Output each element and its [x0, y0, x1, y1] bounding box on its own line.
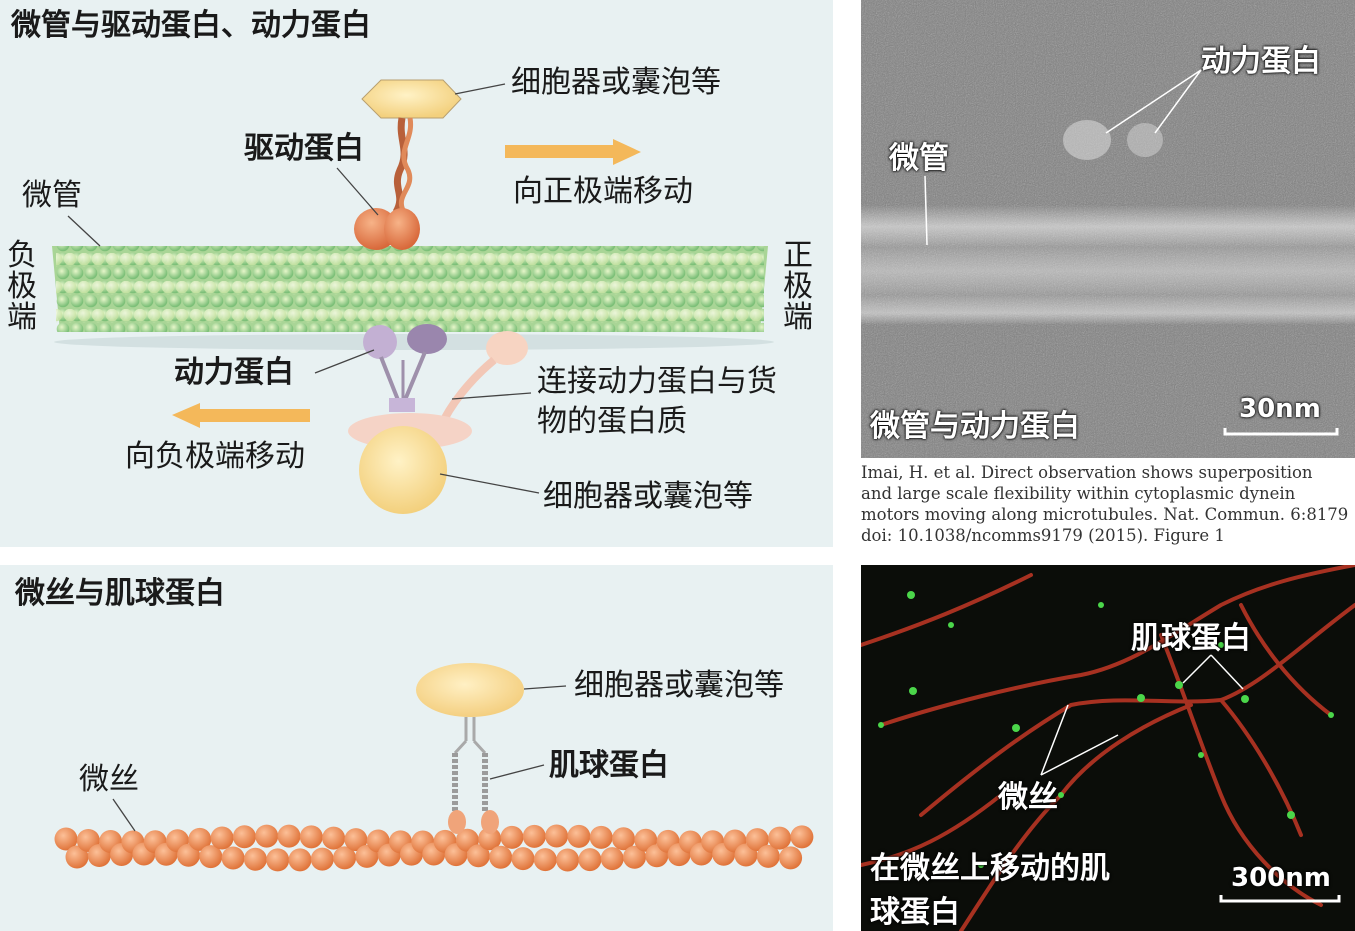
actin-bead	[199, 845, 223, 869]
citation-line-1: Imai, H. et al. Direct observation shows…	[861, 463, 1313, 482]
minus-end-label: 负极端	[7, 238, 37, 335]
fluor-myosin-label: 肌球蛋白	[1131, 621, 1251, 656]
em-caption: 微管与动力蛋白	[870, 409, 1080, 444]
minus-move-label: 向负极端移动	[125, 439, 305, 474]
dynein-shape	[348, 324, 528, 514]
actin-bead	[779, 846, 803, 870]
actin-bead	[322, 826, 346, 850]
actin-bead	[54, 827, 78, 851]
actin-bead	[310, 847, 334, 871]
actin-bead	[567, 824, 591, 848]
actin-bead	[511, 847, 535, 871]
em-micrograph	[861, 0, 1355, 458]
myosin-label: 肌球蛋白	[549, 748, 669, 783]
em-scale-bar-label: 30nm	[1239, 394, 1321, 424]
actin-bead	[522, 824, 546, 848]
myosin-shape	[416, 663, 524, 834]
actin-bead	[589, 825, 613, 849]
actin-bead	[232, 825, 256, 849]
kinesin-shape	[354, 79, 462, 250]
actin-bead	[500, 825, 524, 849]
actin-bead	[266, 848, 290, 872]
actin-bead	[65, 845, 89, 869]
actin-organelle-label: 细胞器或囊泡等	[574, 668, 784, 703]
fluorescence-micrograph	[861, 565, 1355, 931]
actin-bead	[255, 824, 279, 848]
citation-line-3: motors moving along microtubules. Nat. C…	[861, 505, 1349, 524]
plus-direction-arrow	[505, 139, 641, 165]
actin-bead	[277, 824, 301, 848]
plus-end-label: 正极端	[783, 238, 813, 335]
citation-line-2: and large scale flexibility within cytop…	[861, 484, 1296, 503]
organelle-label-top: 细胞器或囊泡等	[511, 65, 721, 100]
actin-filament	[54, 824, 814, 872]
organelle-label-bottom: 细胞器或囊泡等	[543, 479, 753, 514]
microtubule-label: 微管	[22, 178, 82, 213]
actin-bead	[533, 848, 557, 872]
actin-section-title: 微丝与肌球蛋白	[15, 576, 225, 611]
actin-bead	[243, 847, 267, 871]
actin-label: 微丝	[79, 762, 139, 797]
actin-bead	[288, 848, 312, 872]
fluor-scale-bar	[1219, 895, 1341, 903]
fluor-caption: 在微丝上移动的肌球蛋白	[870, 851, 1110, 930]
minus-direction-arrow	[172, 403, 310, 428]
microtubule-shape	[52, 246, 774, 350]
citation-line-4: doi: 10.1038/ncomms9179 (2015). Figure 1	[861, 526, 1225, 545]
actin-bead	[745, 828, 769, 852]
fluorescence-image-panel: 肌球蛋白 微丝 在微丝上移动的肌球蛋白 300nm	[861, 565, 1355, 931]
actin-bead	[344, 828, 368, 852]
fluor-scale-bar-label: 300nm	[1231, 863, 1331, 893]
microtubule-section-title: 微管与驱动蛋白、动力蛋白	[11, 8, 371, 43]
citation: Imai, H. et al. Direct observation shows…	[861, 462, 1355, 548]
actin-bead	[623, 845, 646, 869]
em-micrograph-panel: 动力蛋白 微管 微管与动力蛋白 30nm	[861, 0, 1355, 458]
actin-bead	[768, 826, 792, 850]
actin-bead	[210, 826, 234, 850]
actin-bead	[466, 844, 490, 868]
actin-bead	[612, 827, 635, 851]
em-dynein-label: 动力蛋白	[1201, 44, 1321, 79]
em-scale-bar	[1223, 428, 1339, 436]
actin-diagram-svg	[54, 663, 814, 872]
actin-bead	[545, 824, 569, 848]
actin-bead	[299, 825, 323, 849]
dynein-label: 动力蛋白	[174, 355, 294, 390]
actin-bead	[578, 848, 602, 872]
actin-bead	[188, 827, 212, 851]
fluor-actin-label: 微丝	[998, 780, 1058, 815]
actin-bead	[478, 827, 502, 851]
actin-bead	[756, 844, 780, 868]
actin-bead	[489, 845, 513, 869]
actin-bead	[556, 848, 580, 872]
actin-bead	[790, 825, 814, 849]
actin-bead	[221, 846, 245, 870]
microtubule-diagram-panel: 微管与驱动蛋白、动力蛋白 细胞器或囊泡等 驱动蛋白 向正极端移动 微管 负极端 …	[0, 0, 833, 547]
leader-lines	[67, 83, 540, 494]
plus-move-label: 向正极端移动	[513, 174, 693, 209]
actin-bead	[600, 847, 624, 871]
actin-bead	[333, 846, 357, 870]
microtubule-diagram-svg	[52, 79, 774, 514]
kinesin-label: 驱动蛋白	[244, 131, 364, 166]
actin-diagram-panel: 微丝与肌球蛋白 细胞器或囊泡等 肌球蛋白 微丝	[0, 565, 833, 931]
adapter-protein-label: 连接动力蛋白与货物的蛋白质	[537, 364, 777, 439]
em-microtubule-label: 微管	[889, 141, 949, 176]
actin-leader-lines	[112, 685, 567, 832]
